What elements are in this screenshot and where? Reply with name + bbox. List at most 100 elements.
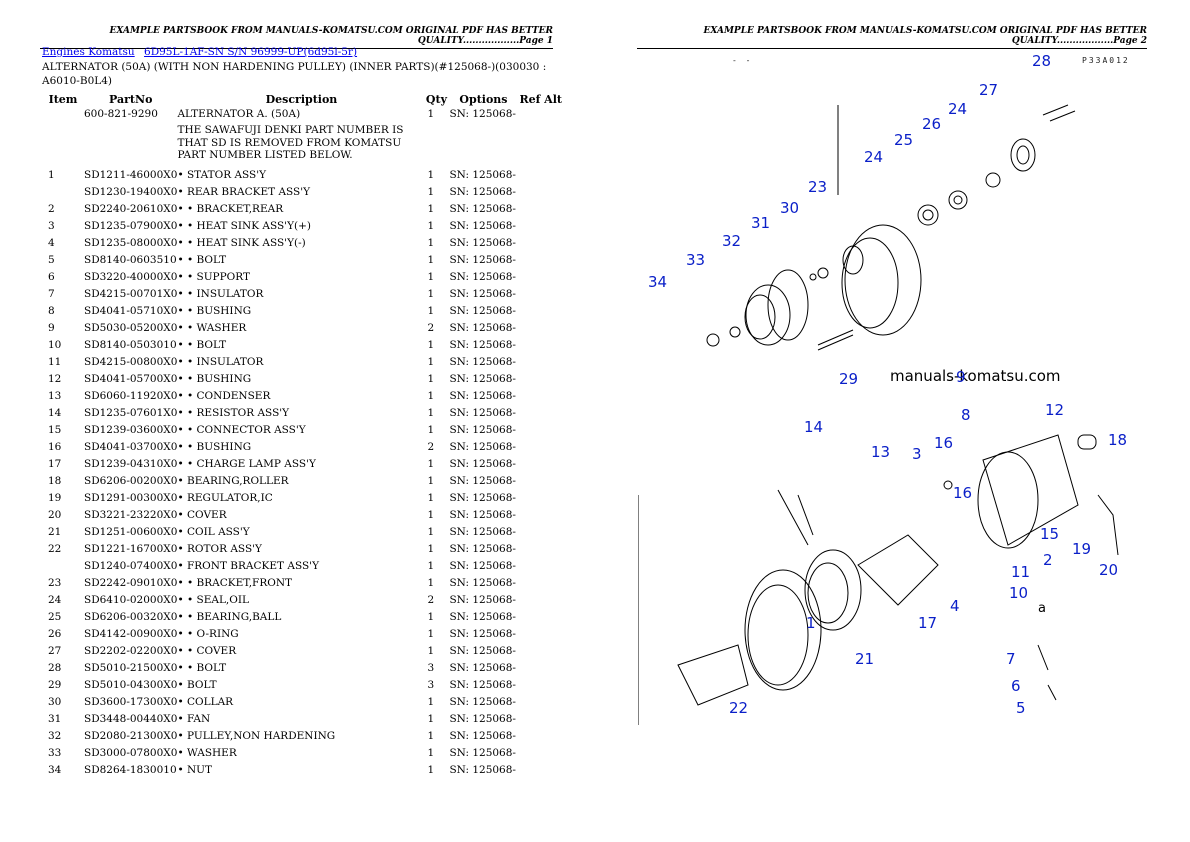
- row-qty: 2: [427, 322, 435, 334]
- row-item: 2: [48, 203, 55, 215]
- callout-7: 7: [1006, 650, 1016, 668]
- row-partno: SD4215-00701X0: [84, 288, 178, 300]
- breadcrumb-link-model[interactable]: 6D95L-1AF-SN S/N 96999-UP(6d95l-5r): [144, 46, 358, 58]
- row-ref-alt: [519, 389, 562, 406]
- row-qty: 1: [427, 254, 435, 266]
- row-description: • • BUSHING: [177, 441, 252, 453]
- callout-31: 31: [751, 214, 770, 232]
- callout-6: 6: [1011, 677, 1021, 695]
- row-options: SN: 125068-: [449, 169, 516, 181]
- row-ref-alt: [519, 763, 562, 780]
- row-qty: 1: [427, 271, 435, 283]
- col-item: Item: [48, 93, 78, 106]
- row-partno: SD6206-00200X0: [84, 475, 178, 487]
- row-qty: [425, 124, 447, 168]
- row-ref-alt: [519, 559, 562, 576]
- callout-18: 18: [1108, 431, 1127, 449]
- row-description: • • CHARGE LAMP ASS'Y: [177, 458, 316, 470]
- row-qty: 1: [427, 730, 435, 742]
- row-partno: SD8140-0603510: [84, 254, 177, 266]
- exploded-diagram: P33A012 - - manuals-komatsu.com a: [638, 52, 1128, 725]
- row-options: SN: 125068-: [449, 373, 516, 385]
- row-ref-alt: [519, 610, 562, 627]
- row-partno: SD1230-19400X0: [84, 186, 178, 198]
- row-item: [42, 559, 84, 576]
- row-qty: 1: [427, 220, 435, 232]
- row-qty: 1: [427, 237, 435, 249]
- row-item: [42, 107, 84, 124]
- front-bracket-assembly-drawing: [706, 104, 1076, 351]
- row-options: SN: 125068-: [449, 696, 516, 708]
- row-options: SN: 125068-: [449, 407, 516, 419]
- row-options: SN: 125068-: [449, 611, 516, 623]
- row-partno: SD1221-16700X0: [84, 543, 178, 555]
- row-ref-alt: [519, 508, 562, 525]
- row-ref-alt: [519, 474, 562, 491]
- row-item: 11: [48, 356, 62, 368]
- breadcrumb-link-engines[interactable]: Engines Komatsu: [42, 46, 135, 58]
- callout-17: 17: [918, 614, 937, 632]
- row-partno: SD5010-04300X0: [84, 679, 178, 691]
- callout-33: 33: [686, 251, 705, 269]
- row-description: • • BEARING,BALL: [177, 611, 282, 623]
- row-options: SN: 125068-: [449, 271, 516, 283]
- row-ref-alt: [519, 440, 562, 457]
- row-qty: 1: [427, 475, 435, 487]
- row-options: SN: 125068-: [449, 543, 516, 555]
- callout-numbers: 1 2 3 4 5 6 7 8 9 10 11 12 13 14 15 16 1…: [648, 52, 1127, 717]
- row-partno: SD3220-40000X0: [84, 271, 178, 283]
- page-header-1: EXAMPLE PARTSBOOK FROM MANUALS-KOMATSU.C…: [40, 26, 553, 49]
- row-qty: 1: [427, 108, 435, 120]
- row-partno: SD1211-46000X0: [84, 169, 178, 181]
- row-qty: 1: [427, 543, 435, 555]
- row-item: 20: [48, 509, 62, 521]
- col-qty: Qty: [425, 93, 447, 106]
- callout-1: 1: [806, 614, 816, 632]
- row-item: 21: [48, 526, 62, 538]
- callout-27: 27: [979, 81, 998, 99]
- callout-24a: 24: [864, 148, 883, 166]
- row-partno: SD4041-05710X0: [84, 305, 178, 317]
- row-partno: SD4142-00900X0: [84, 628, 178, 640]
- row-options: SN: 125068-: [449, 458, 516, 470]
- row-options: SN: 125068-: [449, 594, 516, 606]
- row-options: SN: 125068-: [449, 577, 516, 589]
- row-item: 4: [48, 237, 55, 249]
- row-partno: SD1239-03600X0: [84, 424, 178, 436]
- row-item: [42, 124, 84, 168]
- row-description: • • INSULATOR: [177, 288, 264, 300]
- row-options: SN: 125068-: [449, 628, 516, 640]
- row-partno: 600-821-9290: [84, 108, 158, 120]
- row-ref-alt: [519, 661, 562, 678]
- row-item: 9: [48, 322, 55, 334]
- row-options: SN: 125068-: [449, 220, 516, 232]
- row-partno: SD2080-21300X0: [84, 730, 178, 742]
- row-options: SN: 125068-: [449, 747, 516, 759]
- row-description: • BEARING,ROLLER: [177, 475, 289, 487]
- row-options: SN: 125068-: [449, 108, 516, 120]
- row-partno: SD5010-21500X0: [84, 662, 178, 674]
- row-description: • • BOLT: [177, 254, 227, 266]
- row-ref-alt: [519, 304, 562, 321]
- row-description: THE SAWAFUJI DENKI PART NUMBER IS THAT S…: [177, 124, 404, 161]
- row-options: SN: 125068-: [449, 713, 516, 725]
- row-qty: 1: [427, 203, 435, 215]
- row-qty: 3: [427, 662, 435, 674]
- row-options: SN: 125068-: [449, 730, 516, 742]
- row-qty: 1: [427, 611, 435, 623]
- callout-4: 4: [950, 597, 960, 615]
- row-description: • • SEAL,OIL: [177, 594, 249, 606]
- row-options: SN: 125068-: [449, 475, 516, 487]
